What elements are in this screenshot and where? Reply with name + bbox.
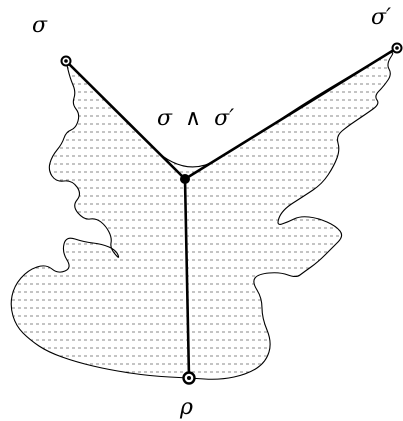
label-meet-right: σ′ [214,106,234,131]
vertex-sigma-prime [391,42,403,54]
label-sigma: σ [32,13,48,38]
vertex-meet [180,174,190,184]
shaded-region [11,52,393,380]
label-meet-left: σ [157,106,173,131]
label-meet: σ ∧ σ′ [157,106,234,131]
vertex-rho [182,371,196,385]
edge-sigmaprime-meet [184,46,398,181]
label-meet-op: ∧ [185,106,201,131]
label-sigma-prime: σ′ [371,5,391,30]
edge-meet-rho [183,178,191,379]
edge-sigma-meet [65,60,186,180]
region-outline [10,52,394,380]
label-rho: ρ [179,395,193,420]
vertex-sigma [60,55,72,67]
